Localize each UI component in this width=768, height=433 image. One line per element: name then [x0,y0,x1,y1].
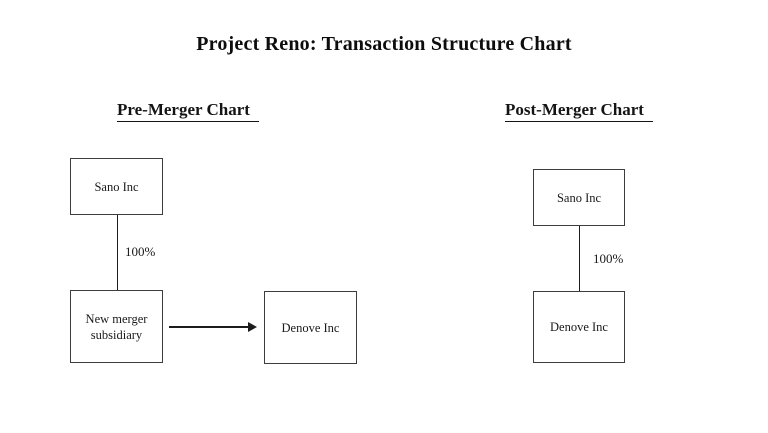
page-title: Project Reno: Transaction Structure Char… [196,33,572,55]
pre-merger-heading: Pre-Merger Chart [117,100,259,122]
post-merger-subsidiary-label: Denove Inc [550,320,608,334]
pre-merger-subsidiary-label: New merger subsidiary [85,311,148,342]
merger-arrow-shaft [169,326,249,328]
pre-merger-subsidiary-box: New merger subsidiary [70,290,163,363]
merger-arrow-head-icon [248,322,257,332]
post-merger-ownership-percentage: 100% [593,251,624,266]
post-merger-parent-box: Sano Inc [533,169,625,226]
post-merger-ownership-connector [578,226,580,291]
pre-merger-target-label: Denove Inc [281,320,340,335]
pre-merger-ownership-percentage: 100% [125,244,156,259]
post-merger-subsidiary-box: Denove Inc [533,291,625,363]
pre-merger-ownership-connector [116,215,118,290]
pre-merger-target-box: Denove Inc [264,291,357,364]
post-merger-parent-label: Sano Inc [556,190,602,205]
pre-merger-parent-label: Sano Inc [94,179,139,194]
pre-merger-parent-box: Sano Inc [70,158,163,215]
post-merger-heading: Post-Merger Chart [505,100,653,122]
